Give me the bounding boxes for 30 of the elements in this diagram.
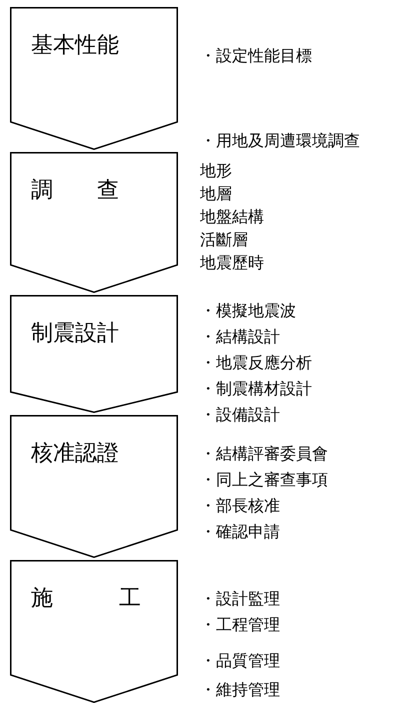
step-item: ・設計監理 xyxy=(200,589,280,608)
step-item: ・確認申請 xyxy=(200,522,280,542)
step-item: ・模擬地震波 xyxy=(200,301,296,320)
step-item: 地形 xyxy=(200,161,232,180)
step-title: 基本性能 xyxy=(31,33,119,60)
chevron-step xyxy=(10,152,178,293)
step-item: 活斷層 xyxy=(200,230,248,250)
step-item: ・用地及周遭環境調查 xyxy=(200,131,360,150)
chevron-step xyxy=(10,415,178,558)
step-item: 地層 xyxy=(200,184,232,204)
step-title: 調 查 xyxy=(31,178,119,204)
chevron-step xyxy=(10,7,178,150)
chevron-step xyxy=(10,560,178,703)
step-item: ・設定性能目標 xyxy=(200,46,312,66)
step-title: 制震設計 xyxy=(31,321,119,348)
step-item: ・制震構材設計 xyxy=(200,379,312,398)
step-item: ・地震反應分析 xyxy=(200,353,312,372)
step-item: ・品質管理 xyxy=(200,651,280,670)
step-title: 施 工 xyxy=(31,586,141,612)
step-item: ・工程管理 xyxy=(200,615,280,634)
step-item: ・結構評審委員會 xyxy=(200,444,328,464)
step-item: ・同上之審查事項 xyxy=(200,470,328,490)
step-item: ・維持管理 xyxy=(200,680,280,700)
step-item: ・設備設計 xyxy=(200,405,280,424)
step-item: 地震歷時 xyxy=(200,253,264,272)
step-item: ・結構設計 xyxy=(200,327,280,346)
step-item: 地盤結構 xyxy=(200,207,264,226)
step-item: ・部長核准 xyxy=(200,496,280,516)
step-title: 核准認證 xyxy=(31,441,119,468)
chevron-step xyxy=(10,295,178,413)
